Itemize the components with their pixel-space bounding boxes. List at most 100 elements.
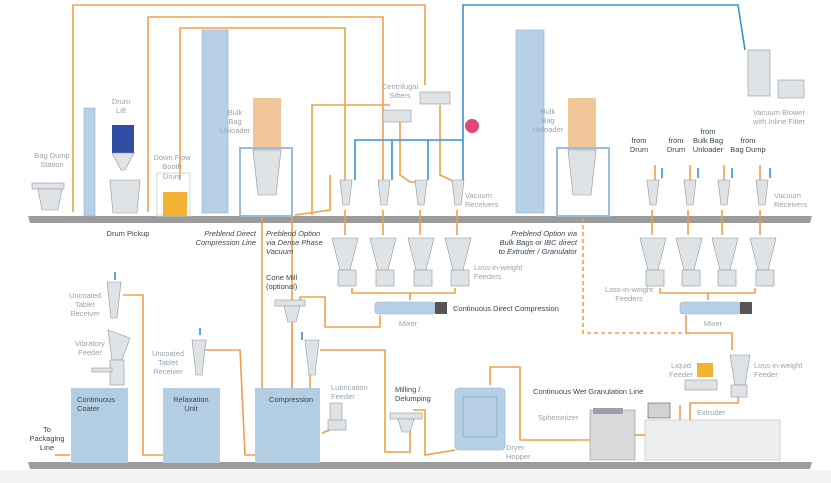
label-liw-feeders-left: Loss-in-weight [474, 263, 523, 272]
label-dryer-hopper: Dryer [506, 443, 525, 452]
label-down-flow-booth: Down Flow [153, 153, 191, 162]
svg-text:via Dense Phase: via Dense Phase [266, 238, 323, 247]
label-vibratory-feeder: Vibratory [75, 339, 105, 348]
label-uncoated-tablet-receiver-mid: Uncoated [152, 349, 184, 358]
bulk-bag-unloader-left [239, 98, 293, 217]
svg-text:Vacuum: Vacuum [266, 247, 293, 256]
relaxation-unit [163, 388, 220, 463]
svg-text:Unloader: Unloader [693, 145, 724, 154]
svg-text:Hopper: Hopper [506, 452, 531, 461]
svg-text:with Inline Filter: with Inline Filter [752, 117, 806, 126]
uncoated-tablet-receiver-mid [191, 339, 207, 376]
label-drum: Drum [163, 172, 181, 181]
footer-band [0, 470, 831, 483]
bag-dump-station [31, 182, 65, 211]
label-bulk-bag-unloader-left: Bulk [228, 108, 243, 117]
bulk-bag-elevator-right [515, 29, 545, 214]
compression [255, 388, 320, 463]
centrifugal-sifters [382, 91, 451, 123]
liw-feeder-single [729, 354, 751, 398]
bulk-bag-unloader-right [556, 98, 610, 217]
label-from-bag-dump: from [741, 136, 756, 145]
svg-text:Feeders: Feeders [615, 294, 643, 303]
label-bulk-bag-unloader-right: Bulk [541, 107, 556, 116]
label-drum-lift: Drum [112, 97, 130, 106]
svg-text:Bag Dump: Bag Dump [730, 145, 765, 154]
vacuum-lines [114, 4, 771, 340]
svg-text:Receiver: Receiver [153, 367, 183, 376]
svg-text:Station: Station [40, 160, 63, 169]
svg-text:Feeder: Feeder [331, 392, 355, 401]
dryer-hopper [454, 387, 506, 451]
label-to-packaging: To [43, 425, 51, 434]
svg-text:Delumping: Delumping [395, 394, 431, 403]
svg-text:Booth: Booth [162, 162, 182, 171]
lubrication-feeder [327, 402, 347, 431]
svg-text:Compression Line: Compression Line [196, 238, 256, 247]
label-extruder: Extruder [697, 408, 726, 417]
svg-text:Sifters: Sifters [389, 91, 411, 100]
label-bag-dump-station: Bag Dump [34, 151, 69, 160]
labels: Bag Dump Station Drum Lift Down Flow Boo… [29, 82, 807, 461]
svg-text:Feeder: Feeder [669, 370, 693, 379]
svg-text:Unit: Unit [184, 404, 198, 413]
svg-text:Receivers: Receivers [465, 200, 499, 209]
label-liw-feeders-right: Loss-in-weight [605, 285, 654, 294]
svg-text:Tablet: Tablet [75, 300, 96, 309]
svg-text:Feeders: Feeders [474, 272, 502, 281]
vacuum-blower [747, 49, 805, 99]
vibratory-feeder [91, 329, 131, 386]
label-continuous-wet-granulation: Continuous Wet Granulation Line [533, 387, 643, 396]
svg-text:Feeder: Feeder [754, 370, 778, 379]
lower-floor [28, 462, 812, 469]
svg-text:Lift: Lift [116, 106, 127, 115]
svg-text:Bag: Bag [541, 116, 554, 125]
liw-feeders-right [639, 237, 777, 287]
label-lubrication-feeder: Lubrication [331, 383, 368, 392]
svg-text:Feeder: Feeder [78, 348, 102, 357]
label-from-drum-1: from [632, 136, 647, 145]
svg-text:Bag: Bag [228, 117, 241, 126]
svg-text:Unloader: Unloader [533, 125, 564, 134]
drum-lift [83, 107, 141, 217]
label-liquid-feeder: Liquid [671, 361, 691, 370]
svg-text:Receiver: Receiver [70, 309, 100, 318]
label-mixer-right: Mixer [704, 319, 723, 328]
label-continuous-direct-compression: Continuous Direct Compression [453, 304, 559, 313]
liquid-feeder [684, 363, 718, 391]
label-vacuum-receivers-left: Vacuum [465, 191, 492, 200]
label-uncoated-tablet-receiver-left: Uncoated [69, 291, 101, 300]
label-preblend-direct: Preblend Direct [204, 229, 257, 238]
bulk-bag-elevator-left [201, 29, 229, 214]
lubrication-feeder-top [304, 339, 320, 376]
svg-text:Tablet: Tablet [158, 358, 179, 367]
label-vacuum-blower: Vacuum Blower [753, 108, 805, 117]
svg-text:Bulk Bags or IBC direct: Bulk Bags or IBC direct [499, 238, 577, 247]
mixer-right [679, 301, 752, 315]
svg-text:to Extruder / Granulator: to Extruder / Granulator [499, 247, 578, 256]
label-from-bulk-bag: from [701, 127, 716, 136]
label-preblend-dense: Preblend Option [266, 229, 320, 238]
label-liw-feeder-single: Loss-in-weight [754, 361, 803, 370]
label-spheronizer: Spheronizer [538, 413, 579, 422]
svg-text:Coater: Coater [77, 404, 100, 413]
label-mixer-left: Mixer [399, 319, 418, 328]
label-from-drum-2: from [669, 136, 684, 145]
marker-dot [465, 119, 479, 133]
svg-text:(optional): (optional) [266, 282, 298, 291]
label-relaxation-unit: Relaxation [173, 395, 208, 404]
cone-mill [274, 299, 306, 323]
label-compression: Compression [269, 395, 313, 404]
uncoated-tablet-receiver-left [106, 281, 122, 319]
label-continuous-coater: Continuous [77, 395, 115, 404]
label-centrifugal-sifters: Centrifugal [382, 82, 419, 91]
label-vacuum-receivers-right: Vacuum [774, 191, 801, 200]
label-drum-pickup: Drum Pickup [107, 229, 150, 238]
label-preblend-bulk: Preblend Option via [511, 229, 577, 238]
liw-feeders-left [331, 237, 472, 287]
svg-text:Receivers: Receivers [774, 200, 808, 209]
vacuum-receivers-left [339, 179, 465, 206]
label-milling-delumping: Milling / [395, 385, 421, 394]
svg-text:Unloader: Unloader [220, 126, 251, 135]
